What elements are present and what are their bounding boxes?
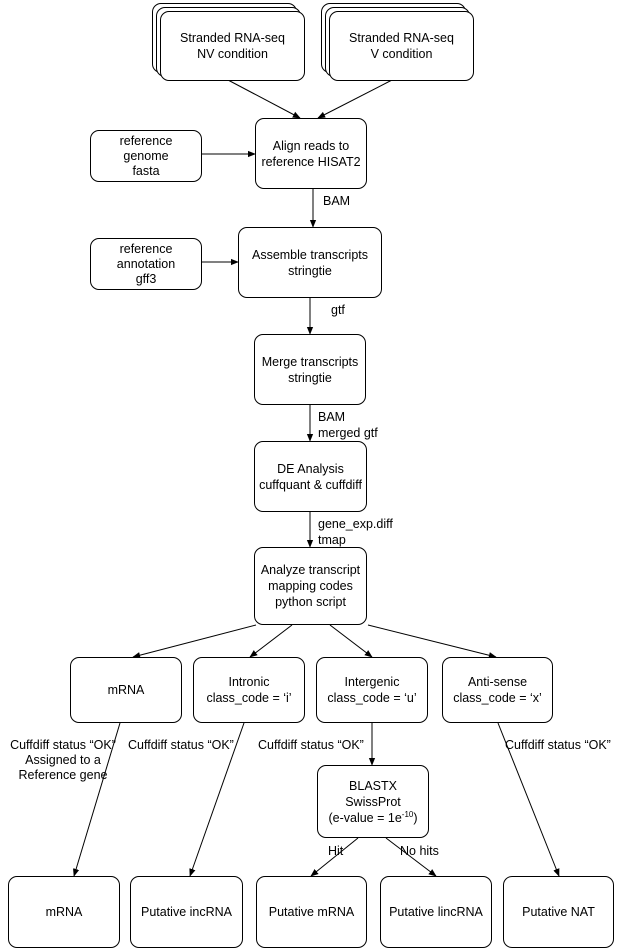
putative-mrna-output: Putative mRNA bbox=[256, 876, 367, 948]
putative-mrna-output-label: Putative mRNA bbox=[268, 905, 355, 919]
edge-label-gene-exp: gene_exp.diff bbox=[318, 517, 393, 531]
merge-line-1: Merge transcripts bbox=[261, 354, 359, 369]
align-line-2: reference HISAT2 bbox=[261, 154, 361, 169]
annotation-line-1: reference bbox=[119, 241, 173, 256]
genome-line-2: genome bbox=[123, 148, 169, 163]
intergenic-line-1: Intergenic bbox=[344, 675, 400, 689]
genome-line-1: reference bbox=[119, 133, 173, 148]
antisense-line-1: Anti-sense bbox=[467, 675, 528, 689]
analyze-line-3: python script bbox=[275, 595, 346, 609]
blastx-step: BLASTX SwissProt (e-value = 1e-10) bbox=[317, 765, 429, 838]
edge-analyze-to-mrna bbox=[132, 624, 257, 659]
mrna-filter-line-2: Assigned to a bbox=[25, 753, 101, 767]
blastx-evalue: (e-value = 1e-10) bbox=[328, 810, 417, 826]
nat-output-label: Putative NAT bbox=[522, 905, 595, 919]
antisense-filter-label: Cuffdiff status “OK” bbox=[505, 738, 611, 752]
intronic-line-2: class_code = ‘i’ bbox=[206, 691, 292, 705]
mrna-filter-label: Cuffdiff status “OK” Assigned to a Refer… bbox=[0, 738, 126, 783]
lincrna-output-label: Putative lincRNA bbox=[389, 905, 483, 919]
annotation-line-2: annotation bbox=[116, 256, 176, 271]
edge-label-gtf: gtf bbox=[331, 303, 345, 317]
nv-condition-input: Stranded RNA-seq NV condition bbox=[160, 11, 305, 81]
evalue-prefix: (e-value = 1e bbox=[328, 810, 402, 825]
de-line-1: DE Analysis bbox=[277, 461, 344, 476]
edge-analyze-to-antisense bbox=[367, 624, 497, 659]
annotation-line-3: gff3 bbox=[135, 271, 157, 286]
blastx-line-1: BLASTX bbox=[349, 778, 397, 793]
mrna-output: mRNA bbox=[8, 876, 120, 948]
edge-mrna-to-output bbox=[73, 722, 121, 877]
assemble-line-1: Assemble transcripts bbox=[251, 247, 368, 262]
hit-branch-label: Hit bbox=[328, 844, 344, 858]
de-analysis-step: DE Analysis cuffquant & cuffdiff bbox=[254, 441, 367, 512]
edge-label-bam-1: BAM bbox=[323, 194, 351, 208]
merge-line-2: stringtie bbox=[288, 370, 332, 385]
nv-input-line-1: Stranded RNA-seq bbox=[180, 31, 285, 45]
v-input-line-2: V condition bbox=[370, 47, 433, 61]
edge-nv-to-align bbox=[227, 79, 301, 119]
edge-label-merged-gtf: merged gtf bbox=[318, 426, 378, 440]
intergenic-filter-label: Cuffdiff status “OK” bbox=[258, 738, 364, 752]
align-reads-step: Align reads to reference HISAT2 bbox=[255, 118, 367, 189]
assemble-line-2: stringtie bbox=[288, 263, 332, 278]
edge-v-to-align bbox=[317, 79, 393, 119]
assemble-transcripts-step: Assemble transcripts stringtie bbox=[238, 227, 382, 298]
incrna-output-label: Putative incRNA bbox=[140, 905, 232, 919]
intronic-line-1: Intronic bbox=[228, 675, 270, 689]
v-input-line-1: Stranded RNA-seq bbox=[349, 31, 454, 45]
intergenic-class-box: Intergenic class_code = ‘u’ bbox=[316, 657, 428, 723]
edge-antisense-to-nat bbox=[497, 722, 560, 877]
reference-genome-box: reference genome fasta bbox=[90, 130, 202, 182]
intergenic-line-2: class_code = ‘u’ bbox=[327, 691, 417, 705]
edge-intronic-to-output bbox=[189, 722, 245, 877]
mrna-output-label: mRNA bbox=[45, 905, 83, 919]
edge-blastx-to-putative-mrna bbox=[310, 837, 359, 877]
putative-nat-output: Putative NAT bbox=[503, 876, 614, 948]
merge-transcripts-step: Merge transcripts stringtie bbox=[254, 334, 366, 405]
antisense-class-box: Anti-sense class_code = ‘x’ bbox=[442, 657, 553, 723]
evalue-exponent: -10 bbox=[401, 809, 414, 819]
putative-lincrna-output: Putative lincRNA bbox=[380, 876, 492, 948]
intronic-filter-label: Cuffdiff status “OK” bbox=[128, 738, 234, 752]
align-line-1: Align reads to bbox=[272, 138, 350, 153]
edge-label-bam-2: BAM bbox=[318, 410, 346, 424]
de-line-2: cuffquant & cuffdiff bbox=[259, 477, 362, 492]
genome-line-3: fasta bbox=[132, 163, 160, 178]
mrna-class-box: mRNA bbox=[70, 657, 182, 723]
analyze-line-1: Analyze transcript bbox=[260, 563, 361, 577]
mrna-filter-line-3: Reference gene bbox=[18, 768, 108, 782]
edge-analyze-to-intronic bbox=[249, 624, 293, 658]
mrna-class-label: mRNA bbox=[107, 683, 145, 697]
analyze-line-2: mapping codes bbox=[268, 579, 353, 593]
putative-incrna-output: Putative incRNA bbox=[130, 876, 243, 948]
no-hits-branch-label: No hits bbox=[400, 844, 439, 858]
edge-analyze-to-intergenic bbox=[329, 624, 373, 658]
blastx-line-2: SwissProt bbox=[345, 794, 401, 809]
reference-annotation-box: reference annotation gff3 bbox=[90, 238, 202, 290]
edge-label-tmap: tmap bbox=[318, 533, 346, 547]
evalue-suffix: ) bbox=[413, 810, 418, 825]
nv-input-line-2: NV condition bbox=[197, 47, 268, 61]
mrna-filter-line-1: Cuffdiff status “OK” bbox=[10, 738, 116, 752]
edge-blastx-to-lincrna bbox=[385, 837, 437, 877]
antisense-line-2: class_code = ‘x’ bbox=[453, 691, 542, 705]
analyze-mapping-codes-step: Analyze transcript mapping codes python … bbox=[254, 547, 367, 625]
v-condition-input: Stranded RNA-seq V condition bbox=[329, 11, 474, 81]
intronic-class-box: Intronic class_code = ‘i’ bbox=[193, 657, 305, 723]
